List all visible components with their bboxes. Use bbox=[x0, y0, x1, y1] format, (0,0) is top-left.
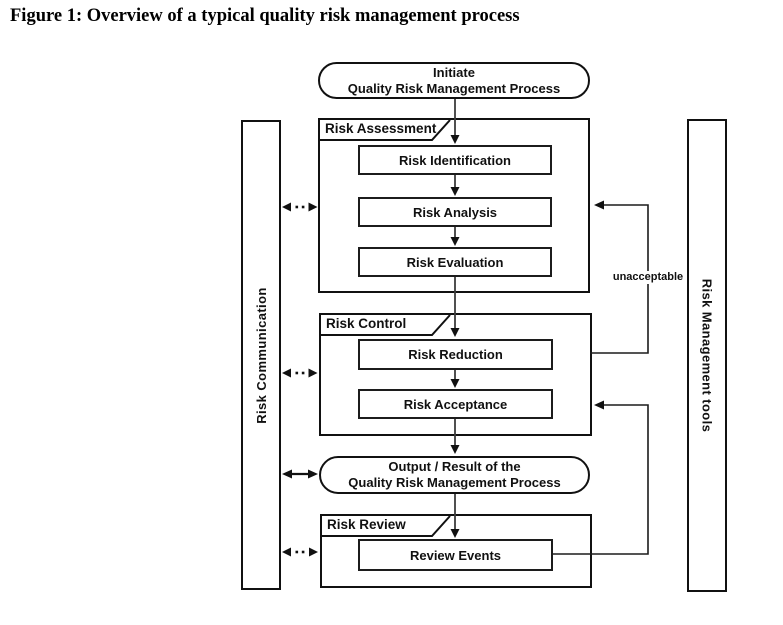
node-risk-analysis: Risk Analysis bbox=[358, 197, 552, 227]
group-risk-control-label: Risk Control bbox=[326, 316, 407, 331]
dotted-double-arrow-control bbox=[282, 368, 318, 378]
communication-connectors bbox=[282, 202, 318, 557]
arrowhead-right-2 bbox=[308, 368, 318, 378]
solid-double-arrow-output bbox=[282, 469, 318, 479]
node-initiate-line2: Quality Risk Management Process bbox=[347, 80, 561, 96]
feedback-label-unacceptable: unacceptable bbox=[610, 271, 686, 284]
arrowhead-left-unacceptable bbox=[594, 200, 604, 210]
arrowhead-down-6 bbox=[450, 445, 460, 454]
node-output-line2: Quality Risk Management Process bbox=[348, 475, 561, 490]
node-risk-reduction: Risk Reduction bbox=[358, 339, 553, 370]
arrowhead-left-review bbox=[594, 400, 604, 410]
dot bbox=[295, 205, 299, 209]
node-risk-evaluation: Risk Evaluation bbox=[358, 247, 552, 277]
dot bbox=[301, 550, 305, 554]
dot bbox=[295, 371, 299, 375]
group-risk-review-label: Risk Review bbox=[327, 517, 406, 532]
sidebar-risk-communication: Risk Communication bbox=[241, 120, 281, 590]
group-risk-assessment-label: Risk Assessment bbox=[325, 121, 437, 136]
node-risk-identification: Risk Identification bbox=[358, 145, 552, 175]
sidebar-risk-communication-label: Risk Communication bbox=[253, 286, 269, 424]
sidebar-risk-management-tools: Risk Management tools bbox=[687, 119, 727, 592]
dot bbox=[295, 550, 299, 554]
figure-title: Figure 1: Overview of a typical quality … bbox=[10, 6, 520, 26]
node-risk-acceptance: Risk Acceptance bbox=[358, 389, 553, 419]
dotted-double-arrow-review bbox=[282, 547, 318, 557]
dot bbox=[301, 371, 305, 375]
arrowhead-right-1 bbox=[308, 202, 318, 212]
arrowhead-left-1 bbox=[282, 202, 291, 212]
dotted-double-arrow-assessment bbox=[282, 202, 318, 212]
node-initiate: Initiate Quality Risk Management Process bbox=[318, 62, 590, 99]
group-risk-control: Risk Control Risk Reduction Risk Accepta… bbox=[319, 313, 592, 436]
arrowhead-left-2 bbox=[282, 368, 291, 378]
arrowhead-left-3 bbox=[282, 469, 292, 479]
arrowhead-left-4 bbox=[282, 547, 291, 557]
arrowhead-right-3 bbox=[308, 469, 318, 479]
node-output-line1: Output / Result of the bbox=[388, 459, 521, 474]
sidebar-risk-management-tools-label: Risk Management tools bbox=[699, 278, 715, 433]
group-risk-assessment: Risk Assessment Risk Identification Risk… bbox=[318, 118, 590, 293]
arrowhead-right-4 bbox=[309, 547, 318, 557]
node-initiate-line1: Initiate bbox=[433, 64, 475, 80]
node-review-events: Review Events bbox=[358, 539, 553, 571]
dot bbox=[301, 205, 305, 209]
node-output: Output / Result of the Quality Risk Mana… bbox=[319, 456, 590, 494]
group-risk-review: Risk Review Review Events bbox=[320, 514, 592, 588]
